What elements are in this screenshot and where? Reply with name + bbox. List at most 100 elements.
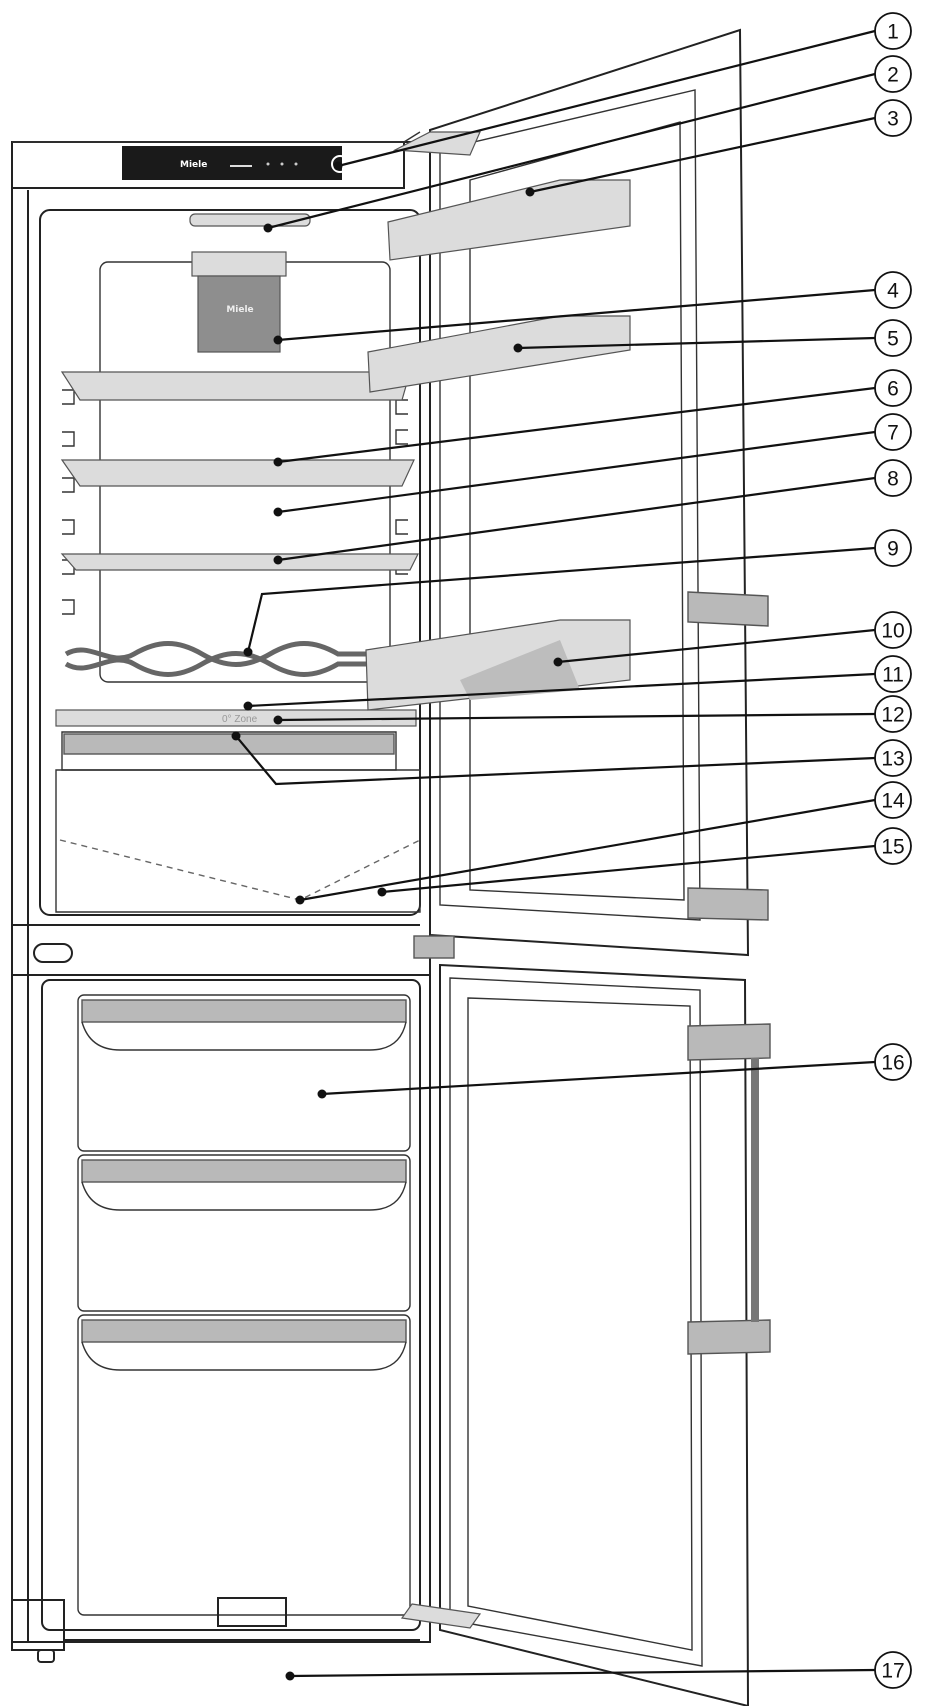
callout-line-12: [277, 712, 876, 722]
callout-dot-5: [513, 343, 523, 353]
callout-dot-3: [525, 187, 535, 197]
callout-circle-12: [874, 695, 912, 733]
fridge-door: [365, 28, 769, 957]
callout-dot-1: [333, 161, 343, 171]
callout-number-2: 2: [887, 64, 899, 87]
freezer-compartment: [12, 924, 430, 1631]
callout-line-9: [246, 546, 876, 653]
callout-line-10: [557, 628, 876, 664]
callout-dot-15: [377, 887, 387, 897]
freezer-drawer-bottom: [77, 1314, 411, 1616]
callout-line-16: [321, 1060, 876, 1096]
bottom-hinge: [400, 1603, 482, 1629]
zero-zone-drawer-handle: [63, 733, 395, 755]
callout-circle-13: [874, 739, 912, 777]
callout-number-15: 15: [881, 836, 904, 859]
callout-circle-9: [874, 529, 912, 567]
callout-dot-13: [231, 731, 241, 741]
freezer-drawer-middle: [77, 1154, 411, 1312]
callout-circle-3: [874, 99, 912, 137]
callout-number-5: 5: [887, 328, 899, 351]
ventilation-grille: [217, 1597, 287, 1627]
callout-dot-7: [273, 507, 283, 517]
door-handle-upper-bottom: [687, 887, 769, 921]
callout-line-13: [235, 735, 876, 786]
callout-number-12: 12: [881, 704, 904, 727]
callout-number-13: 13: [881, 748, 904, 771]
fan-unit-brand-label: Miele: [226, 305, 253, 315]
callout-number-6: 6: [887, 378, 899, 401]
callout-circle-8: [874, 459, 912, 497]
door-handle-upper-top: [687, 591, 769, 627]
callout-circle-11: [874, 655, 912, 693]
callout-line-11: [247, 672, 876, 708]
callout-circle-17: [874, 1651, 912, 1689]
callout-dot-8: [273, 555, 283, 565]
callout-dot-10: [553, 657, 563, 667]
callout-line-14: [299, 798, 876, 902]
door-shelf-top: [387, 179, 631, 261]
callout-dot-9: [243, 647, 253, 657]
glass-shelf-lower: [60, 553, 419, 571]
callout-line-1: [337, 29, 876, 168]
callout-dot-14: [295, 895, 305, 905]
callout-number-9: 9: [887, 538, 899, 561]
fridge-compartment: Miele 0° Zone: [39, 209, 421, 916]
interior-light: [189, 213, 311, 227]
zero-zone-drawer: [55, 769, 421, 913]
callout-line-5: [517, 336, 876, 350]
callout-circle-5: [874, 319, 912, 357]
callout-number-3: 3: [887, 108, 899, 131]
callout-circle-6: [874, 369, 912, 407]
door-shelf-egg-tray: [367, 315, 631, 393]
callout-dot-6: [273, 457, 283, 467]
callout-number-11: 11: [882, 664, 904, 687]
callout-dot-4: [273, 335, 283, 345]
freezer-door: [400, 963, 771, 1706]
callout-line-17: [289, 1668, 876, 1678]
control-panel: Miele: [11, 131, 421, 189]
callout-circle-14: [874, 781, 912, 819]
callout-line-6: [277, 386, 876, 464]
callout-circle-1: [874, 12, 912, 50]
callout-dot-11: [243, 701, 253, 711]
glass-shelf-top: [60, 371, 411, 401]
callout-dot-2: [263, 223, 273, 233]
callout-number-16: 16: [881, 1052, 904, 1075]
callout-line-7: [277, 430, 876, 514]
zone-label: 0° Zone: [222, 714, 258, 725]
callout-circle-4: [874, 271, 912, 309]
butter-compartment: [392, 131, 481, 156]
callout-dot-17: [285, 1671, 295, 1681]
callout-number-1: 1: [887, 21, 899, 44]
callout-line-3: [529, 116, 876, 194]
callout-circle-10: [874, 611, 912, 649]
bottle-rack: [64, 641, 380, 667]
callout-line-2: [267, 72, 876, 230]
door-handle-lower-top: [687, 1023, 771, 1061]
brand-logo: Miele: [180, 160, 207, 170]
callout-number-14: 14: [881, 790, 905, 813]
appliance-cabinet: [11, 141, 431, 1663]
callout-circle-2: [874, 55, 912, 93]
callout-circle-16: [874, 1043, 912, 1081]
callout-dot-16: [317, 1089, 327, 1099]
door-handle-lower-bottom: [687, 1319, 771, 1355]
callout-line-4: [277, 288, 876, 342]
callout-number-4: 4: [887, 280, 899, 303]
callout-circle-7: [874, 413, 912, 451]
callout-number-8: 8: [887, 468, 899, 491]
glass-shelf-middle: [60, 459, 415, 487]
callout-number-17: 17: [881, 1660, 904, 1683]
control-panel-display: [122, 146, 342, 180]
callout-line-15: [381, 844, 876, 894]
callout-number-7: 7: [887, 422, 899, 445]
freezer-drawer-top: [77, 994, 411, 1152]
fan-filter-unit: [197, 275, 281, 353]
callout-circle-15: [874, 827, 912, 865]
callout-dot-12: [273, 715, 283, 725]
door-hinge: [413, 935, 455, 959]
callout-number-10: 10: [881, 620, 904, 643]
